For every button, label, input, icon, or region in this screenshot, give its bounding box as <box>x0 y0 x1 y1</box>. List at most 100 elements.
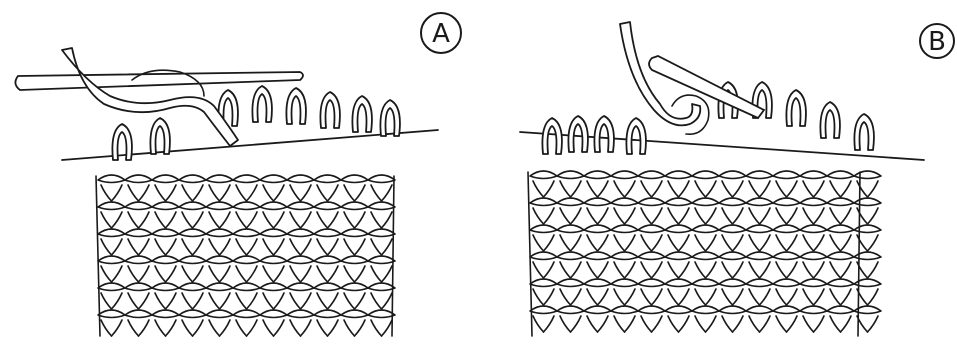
fabric-a-purl-bump <box>98 310 125 318</box>
fabric-b-stitch-leg <box>668 181 679 197</box>
fabric-b-stitch-leg <box>652 208 663 224</box>
fabric-a-stitch-leg <box>263 320 274 336</box>
fabric-b-purl-bump <box>638 171 665 179</box>
fabric-a-purl-bump <box>125 283 152 291</box>
fabric-b-stitch-leg <box>868 208 879 224</box>
fabric-b-stitch-leg <box>706 235 717 251</box>
fabric-b-stitch-leg <box>841 262 852 278</box>
fabric-b-stitch-leg <box>695 181 706 197</box>
fabric-b-stitch-leg <box>533 235 544 251</box>
fabric-a-stitch-leg <box>344 212 355 228</box>
fabric-b-purl-bump <box>557 252 584 260</box>
fabric-a-stitch-leg <box>101 239 112 255</box>
fabric-b-stitch-leg <box>803 181 814 197</box>
fabric-b-stitch-leg <box>668 316 679 332</box>
fabric-b-purl-bump <box>638 306 665 314</box>
fabric-b-stitch-leg <box>733 181 744 197</box>
fabric-a-stitch-leg <box>274 212 285 228</box>
fabric-b-purl-bump <box>692 252 719 260</box>
fabric-a-stitch-leg <box>166 293 177 309</box>
fabric-a-purl-bump <box>125 256 152 264</box>
fabric-a-stitch-leg <box>236 212 247 228</box>
fabric-b-purl-bump <box>827 306 854 314</box>
fabric-b-stitch-leg <box>749 181 760 197</box>
fabric-b-purl-bump <box>746 279 773 287</box>
fabric-b-purl-bump <box>827 252 854 260</box>
fabric-a-purl-bump <box>206 283 233 291</box>
fabric-a-stitch-leg <box>382 185 393 201</box>
fabric-a-stitch-leg <box>382 293 393 309</box>
fabric-b-stitch-leg <box>598 208 609 224</box>
fabric-b-stitch-leg <box>641 289 652 305</box>
fabric-b-purl-bump <box>827 225 854 233</box>
fabric-b-purl-bump <box>773 198 800 206</box>
fabric-b-purl-bump <box>611 198 638 206</box>
fabric-b-stitch-leg <box>803 316 814 332</box>
fabric-b-stitch-leg <box>760 316 771 332</box>
fabric-b-stitch-leg <box>814 181 825 197</box>
fabric-b-purl-bump <box>746 306 773 314</box>
fabric-a-stitch-leg <box>371 185 382 201</box>
fabric-a-purl-bump <box>179 283 206 291</box>
fabric-b-stitch-leg <box>776 316 787 332</box>
fabric-a-purl-bump <box>314 310 341 318</box>
fabric-a-stitch-leg <box>301 212 312 228</box>
fabric-b-stitch-leg <box>749 316 760 332</box>
fabric-a-stitch-leg <box>101 320 112 336</box>
fabric-a-stitch-leg <box>263 266 274 282</box>
fabric-b-stitch-leg <box>776 262 787 278</box>
fabric-b-stitch-leg <box>787 316 798 332</box>
fabric-a-stitch-leg <box>301 293 312 309</box>
fabric-b-purl-bump <box>719 171 746 179</box>
fabric-a-purl-bump <box>152 202 179 210</box>
fabric-a-purl-bump <box>206 175 233 183</box>
fabric-a-purl-bump <box>98 202 125 210</box>
fabric-b-stitch-leg <box>560 316 571 332</box>
fabric-a-stitch-leg <box>290 293 301 309</box>
fabric-a-stitch-leg <box>220 266 231 282</box>
fabric-b-stitch-leg <box>830 208 841 224</box>
fabric-a-stitch-leg <box>209 320 220 336</box>
fabric-a-purl-bump <box>314 283 341 291</box>
fabric-a-purl-bump <box>179 310 206 318</box>
fabric-a-stitch-leg <box>128 293 139 309</box>
fabric-a-purl-bump <box>341 310 368 318</box>
fabric-b-stitch-leg <box>868 262 879 278</box>
fabric-b-stitch-leg <box>614 181 625 197</box>
fabric-b-stitch-leg <box>625 208 636 224</box>
fabric-b-stitch-leg <box>814 208 825 224</box>
fabric-a-stitch-leg <box>166 239 177 255</box>
fabric-b-purl-bump <box>854 171 881 179</box>
fabric-b-purl-bump <box>746 171 773 179</box>
fabric-a-purl-bump <box>152 229 179 237</box>
fabric-a-stitch-leg <box>193 239 204 255</box>
fabric-a-purl-bump <box>260 283 287 291</box>
fabric-b-stitch-leg <box>814 316 825 332</box>
circle-label-a-text: A <box>432 19 450 49</box>
fabric-b-stitch-leg <box>868 181 879 197</box>
fabric-b-stitch-leg <box>679 289 690 305</box>
fabric-a-stitch-leg <box>263 185 274 201</box>
fabric-b-stitch-leg <box>652 289 663 305</box>
fabric-b-purl-bump <box>800 198 827 206</box>
fabric-a-purl-bump <box>233 175 260 183</box>
fabric-b-stitch-leg <box>803 208 814 224</box>
fabric-a-stitch-leg <box>344 185 355 201</box>
fabric-b-purl-bump <box>773 279 800 287</box>
fabric-a-stitch-leg <box>371 266 382 282</box>
fabric-a-stitch-leg <box>220 185 231 201</box>
fabric-a-stitch-leg <box>101 185 112 201</box>
fabric-a-stitch-leg <box>263 293 274 309</box>
fabric-b-purl-bump <box>665 252 692 260</box>
fabric-b-purl-bump <box>800 306 827 314</box>
fabric-a-stitch-leg <box>139 239 150 255</box>
fabric-a-purl-bump <box>233 256 260 264</box>
fabric-b-purl-bump <box>665 306 692 314</box>
fabric-b-stitch-leg <box>841 289 852 305</box>
fabric-a-purl-bump <box>368 175 395 183</box>
fabric-b-stitch-leg <box>760 262 771 278</box>
fabric-b-stitch-leg <box>679 208 690 224</box>
knit-fabric-a <box>96 175 395 336</box>
fabric-b-stitch-leg <box>679 235 690 251</box>
fabric-a-purl-bump <box>179 256 206 264</box>
